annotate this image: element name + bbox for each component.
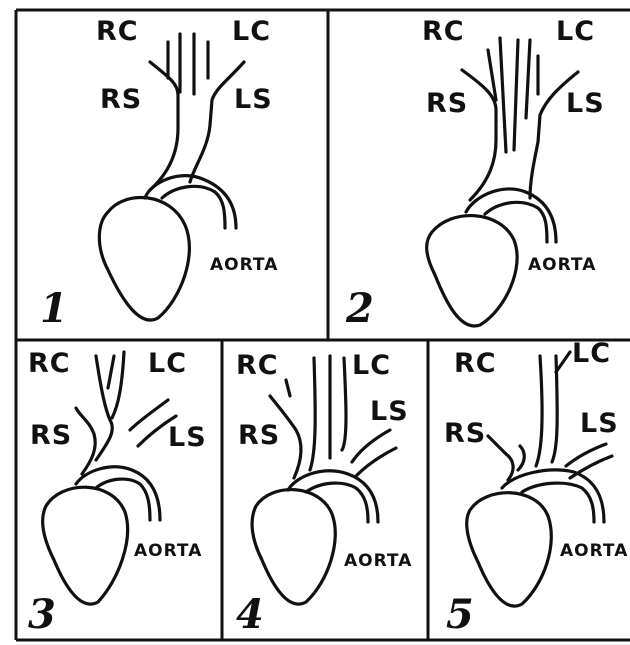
vessel-trunks	[460, 36, 580, 202]
rc-label: RC	[96, 16, 139, 47]
rs-label: RS	[30, 420, 72, 451]
aortic-arch	[500, 468, 606, 524]
vessel-trunks	[268, 354, 398, 480]
aorta-label: AORTA	[528, 255, 596, 275]
vessel-trunks	[148, 32, 246, 192]
rs-label: RS	[238, 420, 280, 451]
vessel-trunks	[486, 350, 614, 482]
aorta-label: AORTA	[344, 551, 412, 571]
ls-label: LS	[234, 84, 273, 115]
heart	[425, 213, 519, 328]
aorta-label: AORTA	[560, 541, 628, 561]
aortic-arch	[464, 187, 558, 244]
aorta-label: AORTA	[134, 541, 202, 561]
rs-label: RS	[100, 84, 142, 115]
heart	[465, 491, 553, 608]
panel-borders	[14, 8, 630, 642]
aortic-arch	[74, 465, 162, 522]
lc-label: LC	[352, 350, 391, 381]
aorta-label: AORTA	[210, 255, 278, 275]
panel-number: 3	[28, 591, 56, 638]
rs-label: RS	[426, 88, 468, 119]
rc-label: RC	[236, 350, 279, 381]
panel-number: 1	[40, 285, 68, 332]
ls-label: LS	[168, 422, 207, 453]
lc-label: LC	[556, 16, 595, 47]
panel-number: 4	[236, 591, 264, 638]
panel-2: RC LC RS LS AORTA 2	[345, 16, 605, 332]
heart	[97, 195, 191, 322]
heart	[250, 487, 337, 606]
lc-label: LC	[572, 338, 611, 369]
ls-label: LS	[566, 88, 605, 119]
rc-label: RC	[28, 348, 71, 379]
aortic-arch	[286, 469, 380, 524]
lc-label: LC	[232, 16, 271, 47]
panel-4: RC LC RS LS AORTA 4	[236, 350, 412, 638]
lc-label: LC	[148, 348, 187, 379]
rc-label: RC	[422, 16, 465, 47]
panel-number: 5	[446, 591, 474, 638]
panel-number: 2	[345, 285, 374, 332]
rs-label: RS	[444, 418, 486, 449]
panel-5: RC LC RS LS AORTA 5	[444, 338, 628, 638]
ls-label: LS	[370, 396, 409, 427]
ls-label: LS	[580, 408, 619, 439]
panel-1: RC LC RS LS AORTA 1	[40, 16, 278, 332]
panel-3: RC LC RS LS AORTA 3	[28, 348, 207, 638]
heart	[41, 485, 130, 606]
rc-label: RC	[454, 348, 497, 379]
vessel-trunks	[74, 350, 178, 476]
